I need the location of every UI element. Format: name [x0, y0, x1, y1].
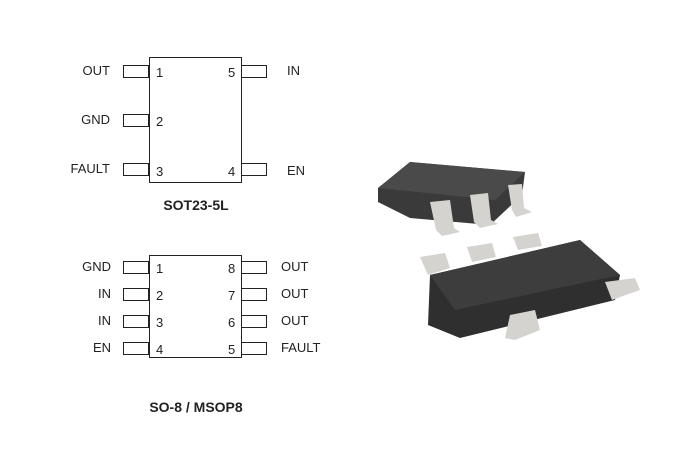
pin-2-label: GND — [81, 112, 110, 127]
pin-1-lead — [123, 261, 149, 274]
pin-4-lead — [123, 342, 149, 355]
pin-3-number: 3 — [156, 315, 164, 330]
pin-5-number: 5 — [228, 65, 236, 80]
pin-3-label: IN — [98, 313, 111, 328]
pin-2-label: IN — [98, 286, 111, 301]
pin-6-number: 6 — [228, 315, 236, 330]
pin-5-label: IN — [287, 63, 300, 78]
pin-6-lead — [241, 315, 267, 328]
chip-top-icon — [378, 162, 532, 236]
pin-4-label: EN — [92, 340, 111, 355]
pin-5-label: FAULT — [281, 340, 321, 355]
pin-1-lead — [123, 65, 149, 78]
pin-5-number: 5 — [228, 342, 236, 357]
pin-2-number: 2 — [156, 288, 164, 303]
pin-3-label: FAULT — [70, 161, 111, 176]
pin-7-label: OUT — [281, 286, 309, 301]
pin-8-number: 8 — [228, 261, 236, 276]
so8-title: SO-8 / MSOP8 — [149, 399, 243, 415]
pin-2-number: 2 — [156, 114, 164, 129]
pin-4-label: EN — [287, 163, 306, 178]
pin-8-label: OUT — [281, 259, 309, 274]
pin-4-number: 4 — [156, 342, 164, 357]
pin-6-label: OUT — [281, 313, 309, 328]
pin-1-label: OUT — [82, 63, 110, 78]
pin-7-number: 7 — [228, 288, 236, 303]
pin-2-lead — [123, 288, 149, 301]
sot23-title: SOT23-5L — [163, 197, 229, 213]
pin-2-lead — [123, 114, 149, 127]
pin-4-number: 4 — [228, 164, 236, 179]
pin-5-lead — [241, 342, 267, 355]
sot23-3d-render — [378, 162, 640, 340]
chip-bottom-icon — [420, 233, 640, 340]
pin-3-number: 3 — [156, 164, 164, 179]
pin-8-lead — [241, 261, 267, 274]
pin-3-lead — [123, 163, 149, 176]
pin-5-lead — [241, 65, 267, 78]
pin-3-lead — [123, 315, 149, 328]
pin-1-number: 1 — [156, 261, 164, 276]
pin-7-lead — [241, 288, 267, 301]
so8-body — [149, 255, 242, 358]
pin-4-lead — [241, 163, 267, 176]
pin-1-label: GND — [82, 259, 111, 274]
pin-1-number: 1 — [156, 65, 164, 80]
sot23-body — [149, 57, 242, 183]
